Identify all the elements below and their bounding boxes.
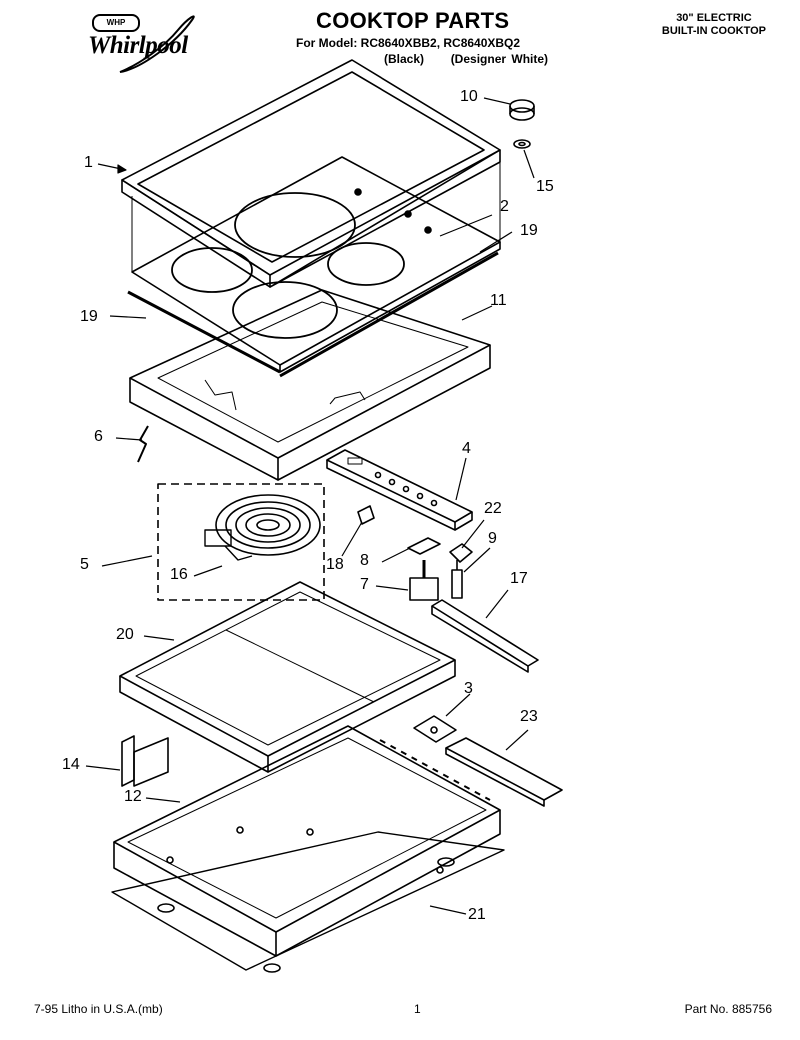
callout-16: 16 [170,566,188,583]
brand-name: Whirlpool [88,32,188,59]
callout-10: 10 [460,88,478,105]
brand-badge: WHP [92,14,140,32]
part-11-frame [130,290,490,480]
callout-3: 3 [464,680,473,697]
part-6-clip [138,426,148,462]
callout-21: 21 [468,906,486,923]
page-number: 1 [414,1002,421,1016]
part-2-glass-top [132,157,500,372]
callout-11: 11 [490,292,507,309]
part-9-sensor [452,560,462,598]
page-title: COOKTOP PARTS [316,8,510,33]
leader-lines [86,98,534,914]
part-14-bracket [122,736,168,786]
part-22-relay [450,544,472,562]
part-21-pad [112,832,504,972]
callout-12: 12 [124,788,142,805]
part-8-plate [408,538,440,554]
part-23-rail [446,738,562,806]
part-12-bottom-box [114,726,500,956]
part-10-knob [510,100,534,120]
callout-8: 8 [360,552,369,569]
callout-1: 1 [84,154,93,171]
variant-line: (Black) (Designer White) [384,52,548,66]
callout-19-lower: 19 [80,308,98,325]
variant-white: (Designer White) [450,52,549,66]
part-7-switch [410,560,438,600]
part-18-bracket [358,506,374,524]
part-4-control-bracket [327,450,472,530]
product-description: 30" ELECTRIC BUILT-IN COOKTOP [662,12,766,38]
variant-black: (Black) [384,52,425,66]
callout-7: 7 [360,576,369,593]
callout-23: 23 [520,708,538,725]
callout-6: 6 [94,428,103,445]
callout-9: 9 [488,530,497,547]
model-line: For Model: RC8640XBB2, RC8640XBQ2 [296,36,521,50]
callout-2: 2 [500,198,509,215]
part-19-gaskets [128,253,498,376]
logo-swoosh-icon [119,15,195,73]
product-line-1: 30" ELECTRIC [676,12,752,24]
brand-logo: WHP Whirlpool [80,14,215,80]
part-number: Part No. 885756 [684,1002,772,1016]
litho-note: 7-95 Litho in U.S.A.(mb) [34,1002,163,1016]
part-17-rail [432,600,538,672]
product-line-2: BUILT-IN COOKTOP [661,25,766,37]
part-3-bracket [414,716,456,742]
part-1-top-frame [122,60,500,287]
callout-19-upper: 19 [520,222,538,239]
callout-20: 20 [116,626,134,643]
callout-22: 22 [484,500,502,517]
callout-14: 14 [62,756,80,773]
callout-18: 18 [326,556,344,573]
callout-15: 15 [536,178,554,195]
callout-4: 4 [462,440,471,457]
part-5-element-assembly [158,484,324,600]
part-15-washer [514,140,530,148]
callout-17: 17 [510,570,528,587]
callout-5: 5 [80,556,89,573]
part-20-tray [120,582,455,772]
